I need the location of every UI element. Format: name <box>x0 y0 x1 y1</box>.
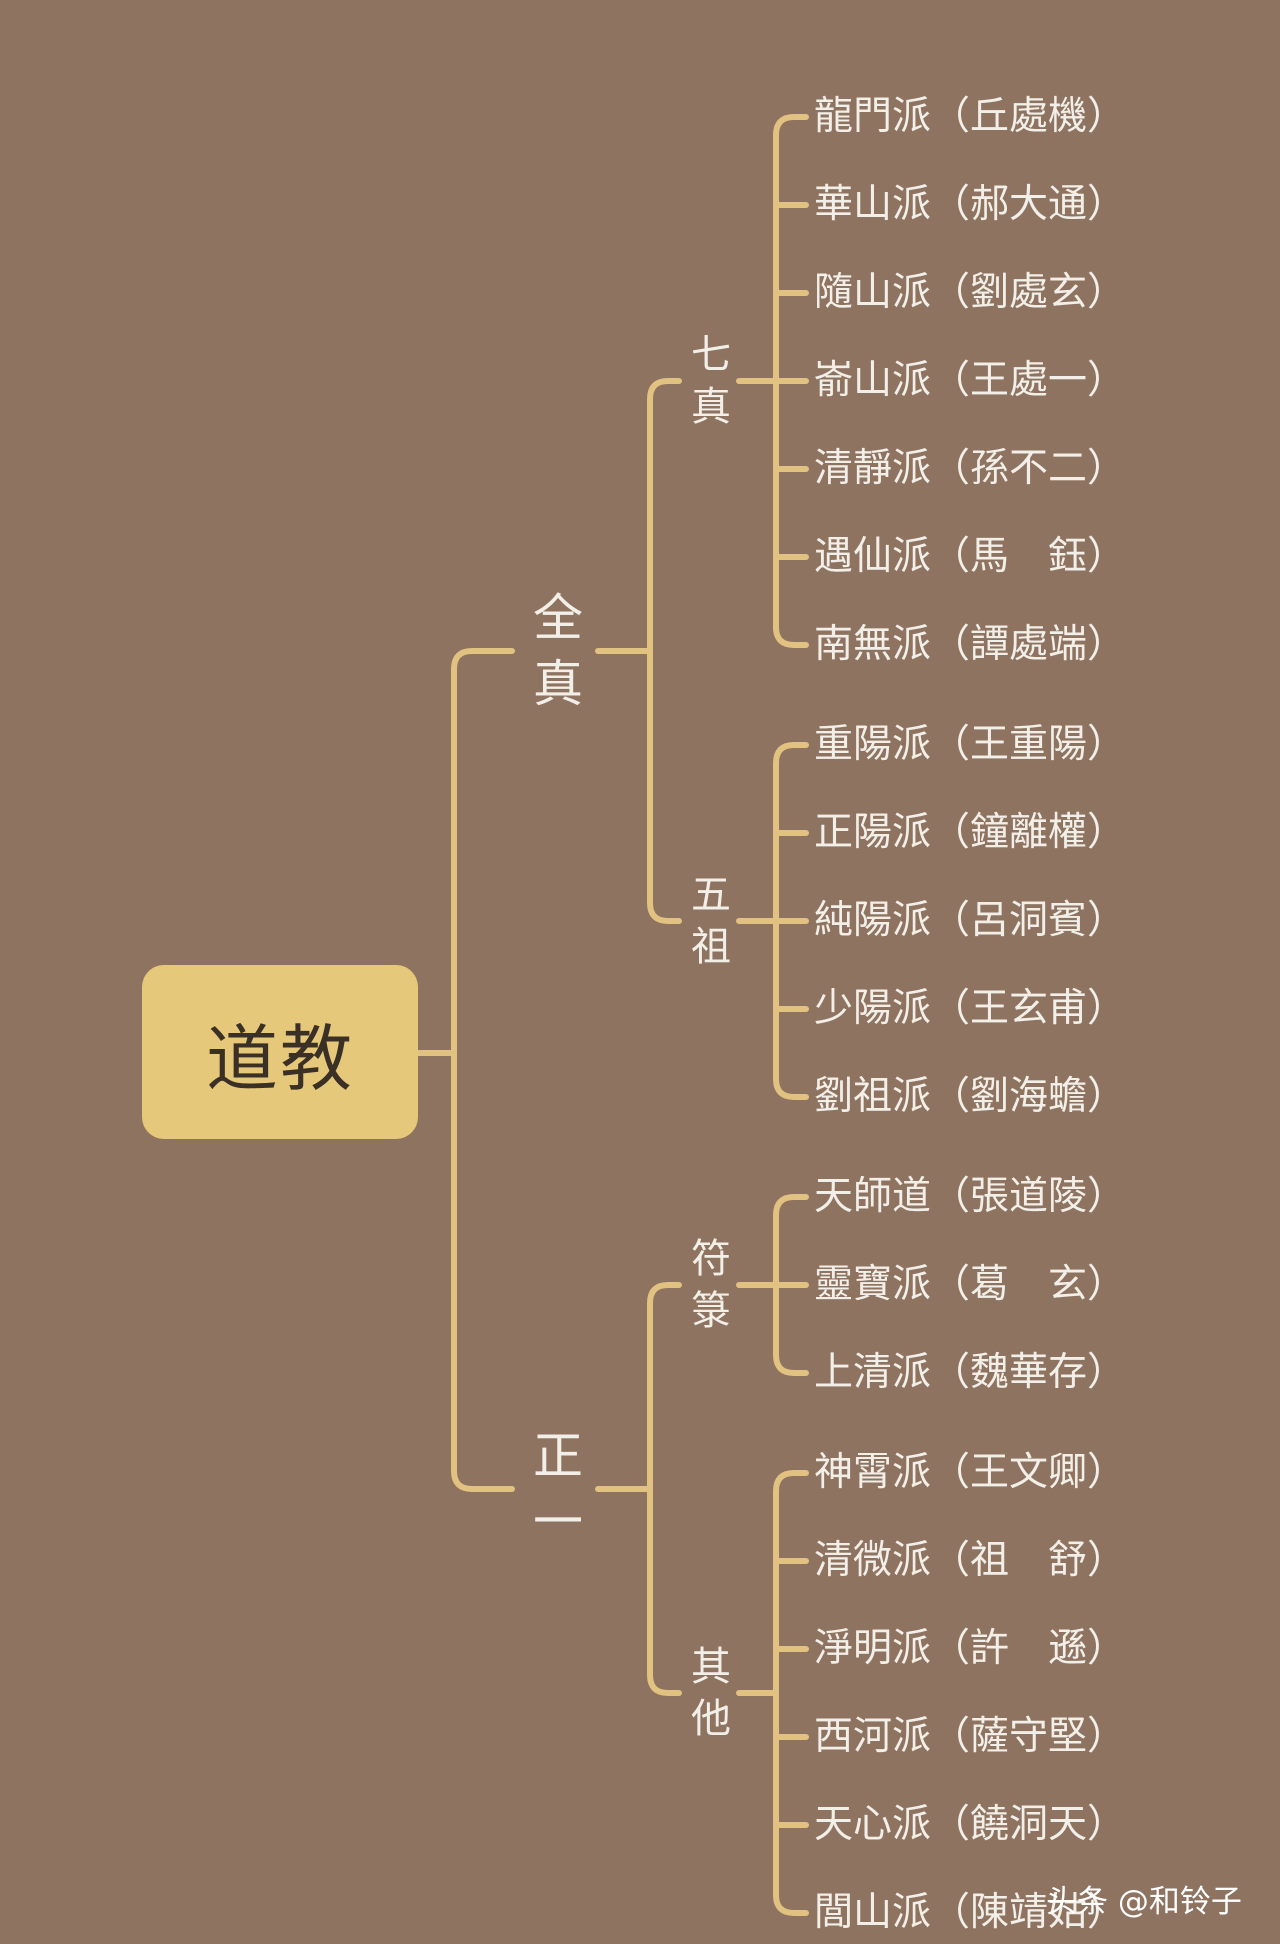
leaf-item: 清靜派（孫不二） <box>814 446 1127 491</box>
leaf-item: 天師道（張道陵） <box>814 1174 1127 1219</box>
leaf-item: 劉祖派（劉海蟾） <box>814 1074 1127 1119</box>
watermark: 头条 @和铃子 <box>1046 1884 1242 1920</box>
group-label: 其他 <box>691 1644 731 1742</box>
root-node: 道教 <box>142 965 418 1139</box>
leaf-item: 少陽派（王玄甫） <box>814 986 1127 1031</box>
leaf-item: 龍門派（丘處機） <box>814 94 1127 139</box>
leaf-item: 西河派（薩守堅） <box>814 1714 1127 1759</box>
leaf-item: 南無派（譚處端） <box>814 622 1127 667</box>
group-label: 五祖 <box>691 872 731 970</box>
root-label: 道教 <box>205 1016 354 1101</box>
leaf-item: 嵛山派（王處一） <box>814 358 1127 403</box>
leaf-item: 天心派（饒洞天） <box>814 1802 1127 1847</box>
group-label: 符箓 <box>691 1236 731 1334</box>
leaf-item: 靈寶派（葛 玄） <box>814 1262 1127 1307</box>
branch-label: 全真 <box>533 589 583 713</box>
leaf-item: 上清派（魏華存） <box>814 1350 1127 1395</box>
leaf-item: 隨山派（劉處玄） <box>814 270 1127 315</box>
leaf-item: 重陽派（王重陽） <box>814 722 1127 767</box>
leaf-item: 閭山派（陳靖姑） <box>814 1890 1127 1935</box>
leaf-item: 正陽派（鐘離權） <box>814 810 1127 855</box>
leaf-item: 神霄派（王文卿） <box>814 1450 1127 1495</box>
leaf-item: 淨明派（許 遜） <box>814 1626 1127 1671</box>
branch-label: 正一 <box>533 1427 583 1551</box>
leaf-item: 華山派（郝大通） <box>814 182 1127 227</box>
leaf-item: 遇仙派（馬 鈺） <box>814 534 1127 579</box>
leaf-item: 清微派（祖 舒） <box>814 1538 1127 1583</box>
leaf-item: 純陽派（呂洞賓） <box>814 898 1127 943</box>
group-label: 七真 <box>691 332 731 430</box>
